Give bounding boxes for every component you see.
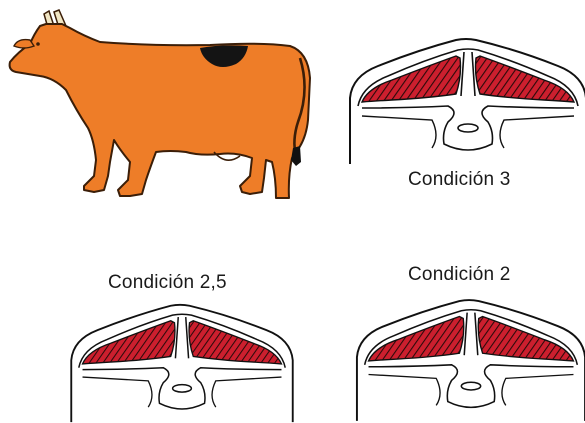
cow-body (10, 24, 310, 198)
cow-silhouette-icon (10, 10, 310, 198)
cross-section-condition-2 (357, 300, 585, 421)
label-condition-3: Condición 3 (408, 170, 511, 189)
cow-eye (36, 42, 40, 46)
cow-ear (14, 40, 34, 48)
label-condition-2: Condición 2 (408, 265, 511, 284)
cross-section-condition-3 (350, 39, 585, 164)
label-condition-2-5: Condición 2,5 (108, 273, 227, 292)
cross-section-condition-2-5 (71, 305, 292, 422)
